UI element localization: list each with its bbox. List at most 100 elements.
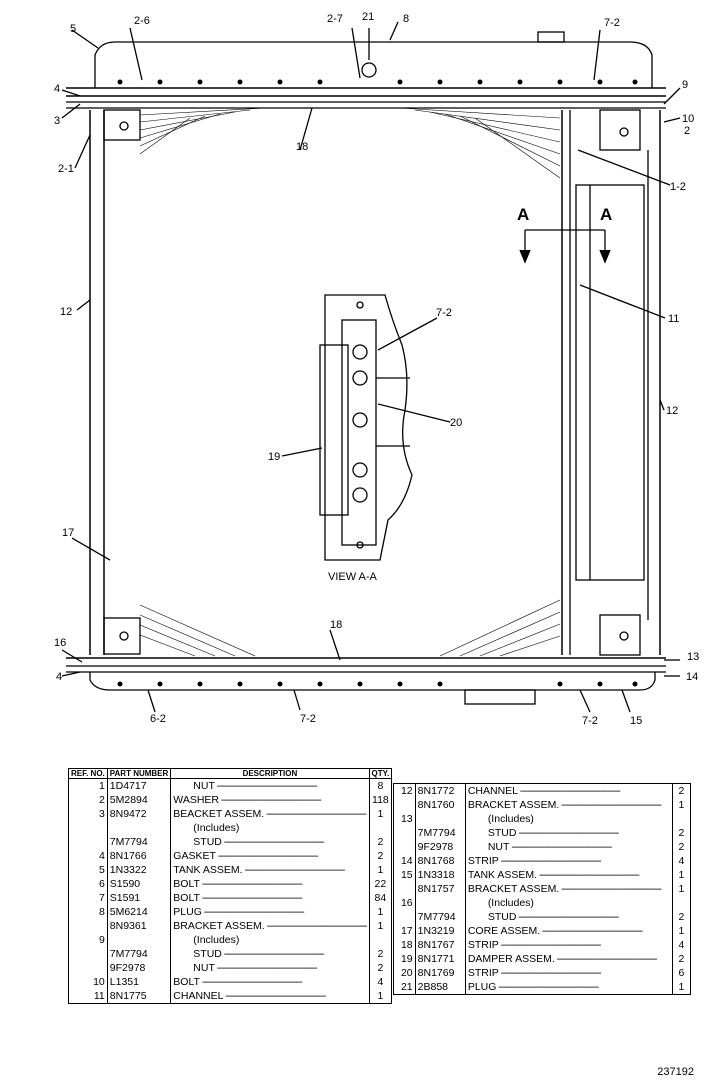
part-number: 7M7794: [415, 826, 466, 840]
part-description: STUD: [465, 910, 673, 924]
part-description: (Includes): [465, 896, 673, 910]
part-ref: 9: [68, 933, 108, 947]
callout-16: 16: [54, 637, 66, 649]
callout-2-1: 2-1: [58, 163, 74, 175]
part-number: 8N1768: [415, 854, 466, 868]
callout-4-bottom: 4: [56, 671, 62, 683]
part-ref: 10: [68, 975, 108, 989]
part-qty: 1: [678, 883, 685, 895]
part-ref: 5: [68, 863, 108, 877]
description-text: PLUG: [468, 981, 598, 993]
part-description: STRIP: [465, 938, 673, 952]
parts-table-header: REF. NO. PART NUMBER DESCRIPTION QTY.: [68, 768, 392, 779]
callout-7-2-view: 7-2: [436, 307, 452, 319]
table-row: 7S1591BOLT84: [68, 891, 392, 905]
part-description: CHANNEL: [465, 783, 673, 798]
part-qty: [369, 821, 392, 835]
part-ref: 2: [68, 793, 108, 807]
callout-2-6: 2-6: [134, 15, 150, 27]
description-text: BOLT: [173, 878, 301, 890]
part-qty: 1: [377, 990, 384, 1002]
header-part-number: PART NUMBER: [107, 768, 172, 779]
part-number: 7M7794: [415, 910, 466, 924]
part-qty: 2: [377, 962, 384, 974]
part-ref: 13: [393, 812, 416, 826]
callout-17: 17: [62, 527, 74, 539]
callout-7-2-bottom-left: 7-2: [300, 713, 316, 725]
part-number: 7M7794: [107, 835, 172, 849]
bottom-outlet: [464, 689, 536, 705]
callout-19: 19: [268, 451, 280, 463]
callout-20: 20: [450, 417, 462, 429]
header-qty: QTY.: [369, 768, 392, 779]
part-qty: 1: [377, 920, 384, 932]
part-ref: [68, 821, 108, 835]
part-description: STRIP: [465, 854, 673, 868]
part-ref: 21: [393, 980, 416, 995]
part-qty: 2: [377, 850, 384, 862]
parts-rows-left: 11D4717NUT825M2894WASHER11838N9472BEACKE…: [68, 778, 392, 1004]
callout-8: 8: [403, 13, 409, 25]
part-number: 2B858: [415, 980, 466, 995]
description-text: DAMPER ASSEM.: [468, 953, 657, 965]
part-qty: 2: [678, 827, 685, 839]
radiator-exploded-drawing: 2-6 2-7 21 8 5 7-2 4 3 9 10 2 2-1 18 1-2…: [54, 11, 699, 727]
callout-2-7: 2-7: [327, 13, 343, 25]
part-number: 1N3318: [415, 868, 466, 882]
part-ref: 1: [68, 778, 108, 793]
table-row: 16(Includes): [393, 896, 691, 910]
description-text: (Includes): [193, 822, 240, 834]
part-qty: 1: [377, 906, 384, 918]
part-number: 1N3219: [415, 924, 466, 938]
part-description: NUT: [170, 778, 370, 793]
table-row: 118N1775CHANNEL1: [68, 989, 392, 1004]
part-ref: 6: [68, 877, 108, 891]
callout-3: 3: [54, 115, 60, 127]
table-row: 85M6214PLUG1: [68, 905, 392, 919]
part-qty: 1: [678, 799, 685, 811]
description-text: STUD: [193, 836, 323, 848]
description-text: NUT: [488, 841, 611, 853]
lower-right-bracket: [599, 614, 641, 656]
table-row: 48N1766GASKET2: [68, 849, 392, 863]
part-ref: 8: [68, 905, 108, 919]
part-ref: [68, 961, 108, 975]
part-qty: 1: [377, 864, 384, 876]
right-channel: [575, 184, 645, 581]
table-row: 25M2894WASHER118: [68, 793, 392, 807]
callout-9: 9: [682, 79, 688, 91]
description-text: NUT: [193, 780, 316, 792]
part-qty: 4: [377, 976, 384, 988]
part-qty: 8: [377, 780, 384, 792]
part-number: 8N9472: [107, 807, 172, 821]
part-qty: [369, 933, 392, 947]
part-description: GASKET: [170, 849, 370, 863]
part-description: BOLT: [170, 877, 370, 891]
description-text: STRIP: [468, 967, 601, 979]
part-qty: 1: [678, 869, 685, 881]
part-qty: 2: [678, 785, 685, 797]
description-text: PLUG: [173, 906, 303, 918]
part-number: 8N1766: [107, 849, 172, 863]
part-qty: 84: [374, 892, 387, 904]
part-number: [415, 812, 466, 826]
bottom-tank: [89, 672, 656, 691]
part-description: (Includes): [170, 821, 370, 835]
part-ref: 14: [393, 854, 416, 868]
part-qty: 118: [372, 794, 389, 806]
table-row: 188N1767STRIP4: [393, 938, 691, 952]
part-description: DAMPER ASSEM.: [465, 952, 673, 966]
table-row: 208N1769STRIP6: [393, 966, 691, 980]
core-fins-shading: [139, 107, 561, 657]
part-qty: 22: [374, 878, 387, 890]
part-number: 8N1775: [107, 989, 172, 1004]
lower-left-bracket: [103, 617, 141, 655]
part-ref: [393, 882, 416, 896]
part-qty: 2: [678, 841, 685, 853]
part-number: 5M2894: [107, 793, 172, 807]
part-number: 1D4717: [107, 778, 172, 793]
parts-rows-right: 128N1772CHANNEL28N1760BRACKET ASSEM.113(…: [393, 783, 691, 995]
part-ref: [68, 835, 108, 849]
